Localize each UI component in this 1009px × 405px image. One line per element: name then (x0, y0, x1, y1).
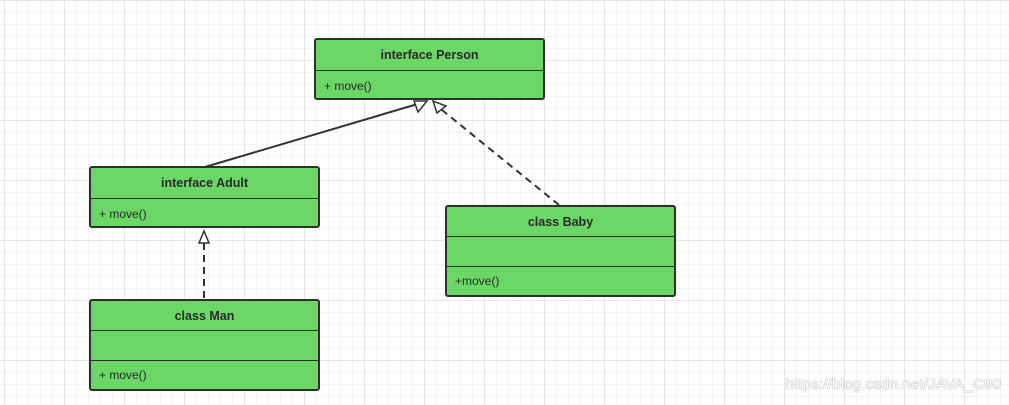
class-name-baby: class Baby (527, 214, 594, 229)
class-box-person[interactable]: interface Person + move() (314, 38, 545, 100)
class-attributes-man (91, 330, 318, 360)
class-name-person: interface Person (380, 48, 479, 62)
watermark: https://blog.csdn.net/JAVA_C90 (785, 376, 1001, 393)
class-name-adult: interface Adult (160, 176, 249, 190)
class-methods-person: + move() (316, 70, 543, 100)
baby-to-person-arrowhead (431, 99, 448, 115)
adult-to-person-arrowhead (412, 100, 429, 114)
class-box-man[interactable]: class Man + move() (89, 299, 320, 391)
class-box-adult[interactable]: interface Adult + move() (89, 166, 320, 228)
class-methods-baby: +move() (447, 266, 674, 295)
class-methods-adult: + move() (91, 198, 318, 228)
adult-to-person-connector (204, 102, 422, 168)
class-methods-man: + move() (91, 360, 318, 389)
baby-to-person-connector (441, 109, 560, 206)
class-name-man: class Man (174, 308, 235, 323)
class-box-baby[interactable]: class Baby +move() (445, 205, 676, 297)
class-attributes-baby (447, 236, 674, 266)
man-to-adult-arrowhead (197, 229, 211, 244)
